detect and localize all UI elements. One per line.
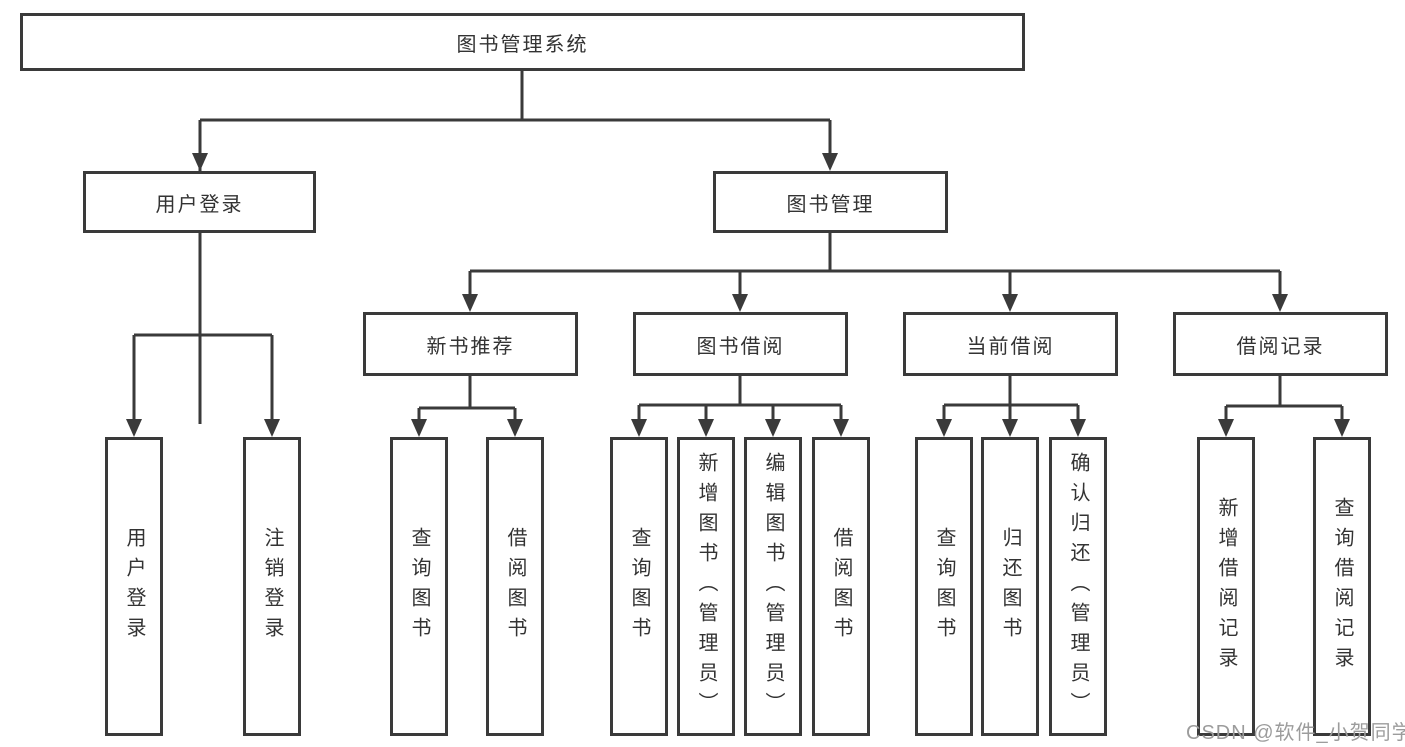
leaf-confirm-return-admin: 确认归还（管理员）	[1049, 437, 1107, 736]
leaf-borrow-books: 借阅图书	[812, 437, 870, 736]
node-label: 图书管理系统	[456, 33, 589, 56]
watermark: CSDN @软件_小贺同学	[1186, 722, 1405, 744]
node-label: 新增图书（管理员）	[695, 451, 717, 722]
node-book-management: 图书管理	[713, 171, 948, 233]
node-label: 借阅记录	[1236, 335, 1325, 358]
node-label: 查询图书	[408, 526, 430, 647]
node-label: 当前借阅	[966, 335, 1055, 358]
node-label: 用户登录	[123, 526, 145, 647]
node-label: 借阅图书	[504, 526, 526, 647]
node-label: 图书管理	[786, 193, 875, 216]
leaf-query-books-borrowing: 查询图书	[610, 437, 668, 736]
node-current-borrowing: 当前借阅	[903, 312, 1118, 376]
leaf-query-books-recommend: 查询图书	[390, 437, 448, 736]
node-label: 借阅图书	[830, 526, 852, 647]
leaf-borrow-books-recommend: 借阅图书	[486, 437, 544, 736]
node-user-login: 用户登录	[83, 171, 316, 233]
node-label: 确认归还（管理员）	[1067, 451, 1089, 722]
leaf-add-borrow-record: 新增借阅记录	[1197, 437, 1255, 736]
node-label: 图书借阅	[696, 335, 785, 358]
leaf-query-borrow-record: 查询借阅记录	[1313, 437, 1371, 736]
node-book-borrowing: 图书借阅	[633, 312, 848, 376]
leaf-add-books-admin: 新增图书（管理员）	[677, 437, 735, 736]
node-label: 新增借阅记录	[1215, 496, 1237, 677]
node-borrow-records: 借阅记录	[1173, 312, 1388, 376]
leaf-query-books-current: 查询图书	[915, 437, 973, 736]
leaf-user-login: 用户登录	[105, 437, 163, 736]
node-new-book-recommend: 新书推荐	[363, 312, 578, 376]
node-root-library-system: 图书管理系统	[20, 13, 1025, 71]
node-label: 归还图书	[999, 526, 1021, 647]
arrowhead-icons	[126, 153, 1350, 437]
leaf-logout: 注销登录	[243, 437, 301, 736]
node-label: 注销登录	[261, 526, 283, 647]
node-label: 查询图书	[628, 526, 650, 647]
leaf-return-books: 归还图书	[981, 437, 1039, 736]
node-label: 查询图书	[933, 526, 955, 647]
node-label: 查询借阅记录	[1331, 496, 1353, 677]
leaf-edit-books-admin: 编辑图书（管理员）	[744, 437, 802, 736]
node-label: 用户登录	[155, 193, 244, 216]
node-label: 新书推荐	[426, 335, 515, 358]
node-label: 编辑图书（管理员）	[762, 451, 784, 722]
